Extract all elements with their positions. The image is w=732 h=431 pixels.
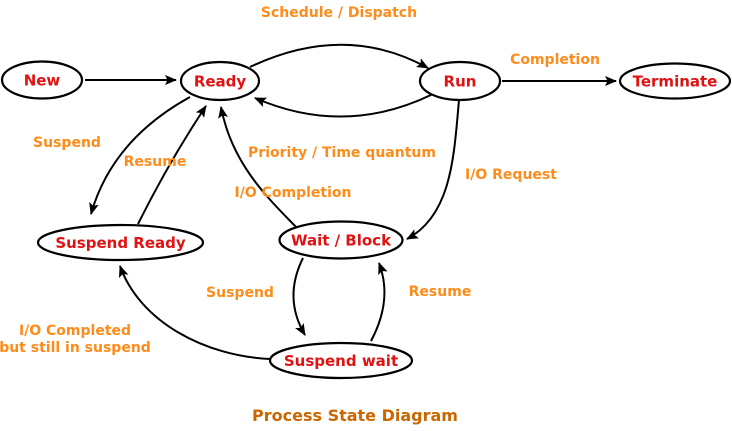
edge-resume-to-ready-arrow [137,105,207,225]
diagram-title: Process State Diagram [252,406,458,425]
edge-schedule-dispatch-arrow [249,43,429,69]
edge-resume-to-wait-block-arrow [370,262,388,342]
state-node-suspend-wait: Suspend wait [268,341,414,380]
edge-label-suspend-left: Suspend [33,135,101,151]
edge-io-completion-arrow [218,106,297,228]
edge-label-completion: Completion [510,52,600,68]
state-ellipse-run [418,60,502,102]
state-ellipse-new [0,60,84,100]
state-ellipse-wait-block [278,220,404,260]
state-node-suspend-ready: Suspend Ready [36,223,205,262]
state-label-new: New [24,71,61,89]
edge-label-schedule-dispatch: Schedule / Dispatch [261,5,417,21]
state-label-run: Run [444,72,477,90]
state-ellipse-suspend-ready [36,223,205,262]
state-node-ready: Ready [179,60,261,102]
state-ellipse-suspend-wait [268,341,414,380]
edge-priority-time-quantum-arrow [254,93,434,118]
edge-io-completed-suspend-arrow [119,265,271,360]
state-node-new: New [0,60,84,100]
state-ellipse-ready [179,60,261,102]
edge-label-resume-right: Resume [409,284,472,300]
state-label-ready: Ready [194,72,247,90]
edge-label-suspend-mid: Suspend [206,285,274,301]
state-label-terminate: Terminate [633,72,718,90]
state-label-suspend-wait: Suspend wait [284,352,398,370]
edge-label-priority-time-quantum: Priority / Time quantum [248,145,436,161]
edge-label-resume-left: Resume [124,154,187,170]
state-node-wait-block: Wait / Block [278,220,404,260]
edge-label-io-completion: I/O Completion [235,185,352,201]
state-label-suspend-ready: Suspend Ready [55,234,186,252]
edge-suspend-to-suspend-wait-arrow [292,257,306,336]
edge-label-io-completed-line2: but still in suspend [0,340,151,356]
state-node-run: Run [418,60,502,102]
state-node-terminate: Terminate [618,62,732,100]
state-label-wait-block: Wait / Block [291,231,392,249]
edge-suspend-to-suspend-ready-arrow [89,96,191,215]
state-ellipse-terminate [618,62,732,100]
edge-io-request-arrow [406,99,460,240]
edge-label-io-request: I/O Request [465,167,557,183]
edge-label-io-completed-line1: I/O Completed [19,323,131,339]
